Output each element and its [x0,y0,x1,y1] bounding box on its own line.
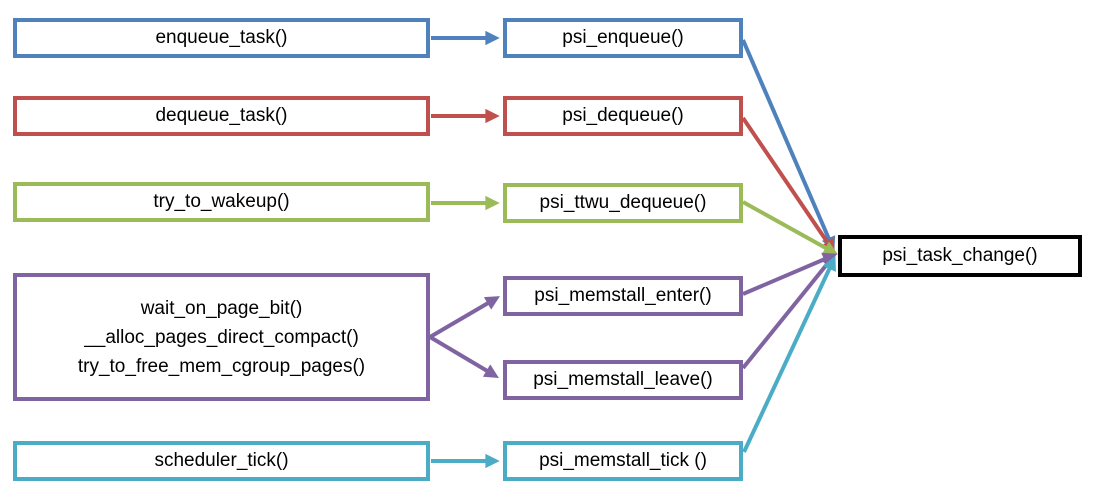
node-psi-memstall-enter: psi_memstall_enter() [503,276,743,316]
node-label: psi_memstall_enter() [534,285,712,306]
edge-psi-memstall-enter-to-psi-task-change [742,252,838,296]
node-psi-enqueue: psi_enqueue() [503,18,743,58]
node-psi-memstall-tick: psi_memstall_tick () [503,441,743,481]
node-label: psi_dequeue() [562,105,684,126]
node-label: psi_ttwu_dequeue() [539,192,707,213]
node-memstall-sources: wait_on_page_bit() __alloc_pages_direct_… [13,273,430,401]
node-try-to-wakeup: try_to_wakeup() [13,182,430,222]
node-psi-dequeue: psi_dequeue() [503,96,743,136]
node-enqueue-task: enqueue_task() [13,18,430,58]
node-label-line: __alloc_pages_direct_compact() [84,326,359,348]
node-psi-task-change: psi_task_change() [838,235,1082,277]
edge-psi-ttwu-dequeue-to-psi-task-change [742,200,839,255]
node-label: psi_enqueue() [562,27,684,48]
node-label: psi_memstall_tick () [539,450,707,471]
node-psi-ttwu-dequeue: psi_ttwu_dequeue() [503,183,743,223]
node-label: dequeue_task() [155,105,288,126]
node-label: try_to_wakeup() [153,191,290,212]
edge-psi-memstall-tick-to-psi-task-change [742,255,836,453]
node-label-line: wait_on_page_bit() [140,297,303,319]
edge-memstall-sources-to-psi-memstall-leave [428,335,499,378]
node-label: psi_memstall_leave() [533,369,713,390]
node-label: enqueue_task() [155,27,288,48]
node-dequeue-task: dequeue_task() [13,96,430,136]
edge-memstall-sources-to-psi-memstall-enter [428,296,500,339]
edge-psi-memstall-leave-to-psi-task-change [741,253,836,370]
node-label: psi_task_change() [882,245,1038,266]
node-label-line: try_to_free_mem_cgroup_pages() [77,355,366,377]
edge-psi-enqueue-to-psi-task-change [741,39,836,252]
node-scheduler-tick: scheduler_tick() [13,441,430,481]
node-label: scheduler_tick() [154,450,289,471]
edge-psi-dequeue-to-psi-task-change [741,116,836,254]
node-psi-memstall-leave: psi_memstall_leave() [503,360,743,400]
